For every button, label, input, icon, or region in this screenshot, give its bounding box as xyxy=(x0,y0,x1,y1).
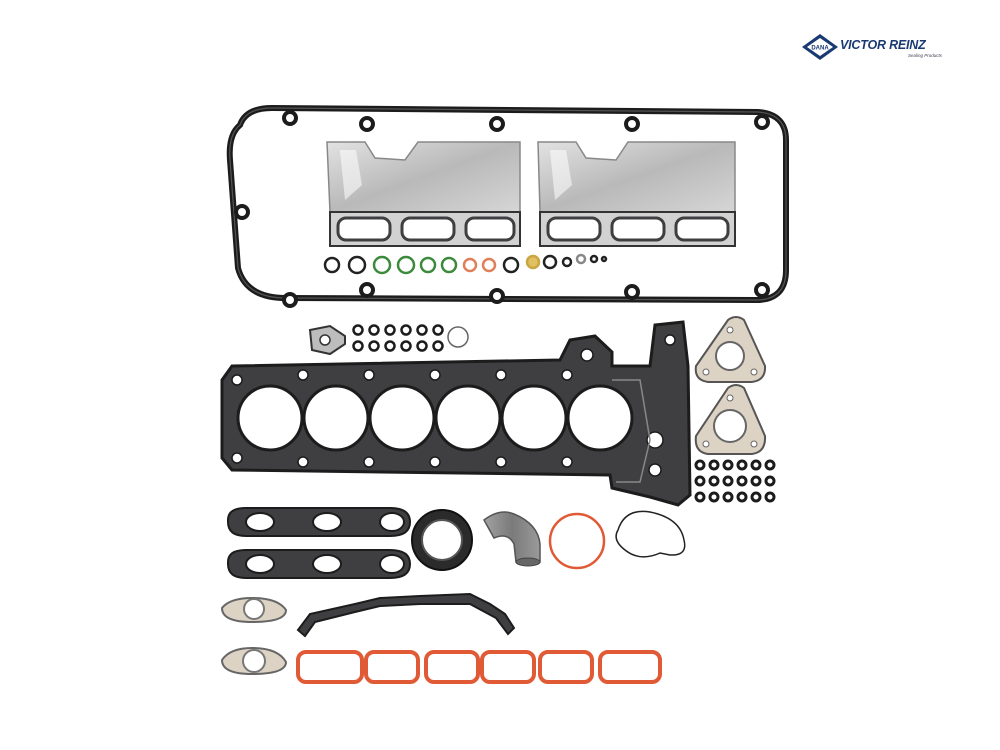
exhaust-flange-gasket-upper xyxy=(694,316,767,383)
washer-grid xyxy=(694,459,776,503)
valve-stem-seal-grid xyxy=(352,324,444,352)
dana-diamond-icon: DANA xyxy=(802,34,838,60)
beige-flange-gasket-lower xyxy=(220,646,288,676)
spark-plug-gasket-upper xyxy=(227,507,412,537)
manifold-gasket-set-left xyxy=(326,141,521,247)
timing-cover-gasket xyxy=(296,592,516,638)
brand-tagline: Sealing Products xyxy=(908,53,943,58)
brand-logo: DANA VICTOR REINZ Sealing Products xyxy=(800,32,950,62)
beige-flange-gasket-upper xyxy=(220,596,288,624)
cylinder-head-gasket xyxy=(220,320,692,507)
exhaust-flange-gasket-lower xyxy=(694,384,767,455)
thin-o-ring xyxy=(447,326,469,348)
brand-name: VICTOR REINZ xyxy=(840,38,926,52)
o-ring-row xyxy=(323,253,608,275)
valve-cover-gasket xyxy=(226,104,789,308)
intake-hose xyxy=(483,511,541,567)
crankshaft-seal xyxy=(411,509,473,571)
orange-ring-gasket xyxy=(548,512,606,570)
thin-seal-ring xyxy=(615,510,686,558)
manifold-gasket-set-right xyxy=(537,141,736,247)
spark-plug-gasket-lower xyxy=(227,549,412,579)
logo-text: DANA xyxy=(811,46,829,52)
intake-manifold-gasket xyxy=(296,650,662,684)
small-flange-gasket xyxy=(308,324,346,356)
